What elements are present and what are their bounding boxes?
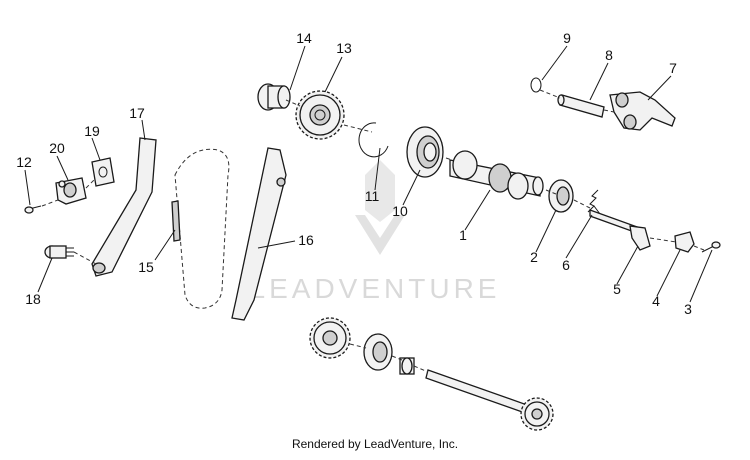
part-lever-shaft-5 (589, 209, 651, 251)
part-screw-12 (24, 205, 42, 214)
part-cam-sprocket-13 (295, 90, 345, 140)
callout-8: 8 (605, 47, 613, 63)
callout-9: 9 (563, 30, 571, 46)
leader-lines (24, 45, 713, 303)
callout-17: 17 (129, 105, 145, 121)
watermark-logo-icon (355, 160, 405, 255)
part-chain-guide-16 (231, 147, 287, 321)
watermark-text: LEADVENTURE (250, 273, 501, 304)
part-bearing-10 (406, 126, 444, 178)
callout-6: 6 (562, 257, 570, 273)
part-bushing-14 (257, 83, 291, 111)
part-chain-segment-15 (171, 200, 181, 242)
watermark: LEADVENTURE (250, 160, 501, 304)
callout-15: 15 (138, 259, 154, 275)
callout-2: 2 (530, 249, 538, 265)
part-circlip-11 (358, 122, 389, 158)
callout-10: 10 (392, 203, 408, 219)
lower-axis-line (349, 343, 429, 373)
part-timing-chain-loop (174, 148, 230, 309)
part-lower-bearing (363, 333, 393, 371)
part-balance-shaft (425, 369, 554, 431)
part-bolt-3 (701, 241, 721, 253)
part-lower-gear (309, 317, 351, 359)
callout-18: 18 (25, 291, 41, 307)
callout-11: 11 (365, 188, 380, 204)
footer-credit: Rendered by LeadVenture, Inc. (291, 437, 459, 451)
callout-7: 7 (669, 60, 677, 76)
callout-12: 12 (16, 154, 32, 170)
callout-3: 3 (684, 301, 692, 317)
callout-13: 13 (336, 40, 352, 56)
part-lower-bushing (399, 357, 415, 375)
part-rocker-arm-7 (609, 91, 676, 131)
callout-16: 16 (298, 232, 314, 248)
part-seal-2 (548, 179, 574, 213)
cam-axis-line (285, 99, 591, 209)
callout-4: 4 (652, 293, 660, 309)
part-tensioner-20 (55, 177, 87, 205)
part-tensioner-guide-17 (91, 137, 157, 277)
part-camshaft-1 (449, 150, 544, 200)
callout-20: 20 (49, 140, 65, 156)
rocker-axis-line (539, 89, 615, 113)
callout-19: 19 (84, 123, 100, 139)
part-gasket-19 (91, 157, 115, 187)
part-pin-8 (557, 94, 605, 118)
callout-1: 1 (459, 227, 467, 243)
tensioner-axis-line (41, 179, 97, 265)
callout-14: 14 (296, 30, 312, 46)
part-pivot-bolt-18 (44, 245, 74, 259)
part-clip-9 (530, 77, 542, 93)
bolt-axis-line (649, 237, 705, 251)
callout-5: 5 (613, 281, 621, 297)
part-weight-4 (674, 231, 695, 253)
